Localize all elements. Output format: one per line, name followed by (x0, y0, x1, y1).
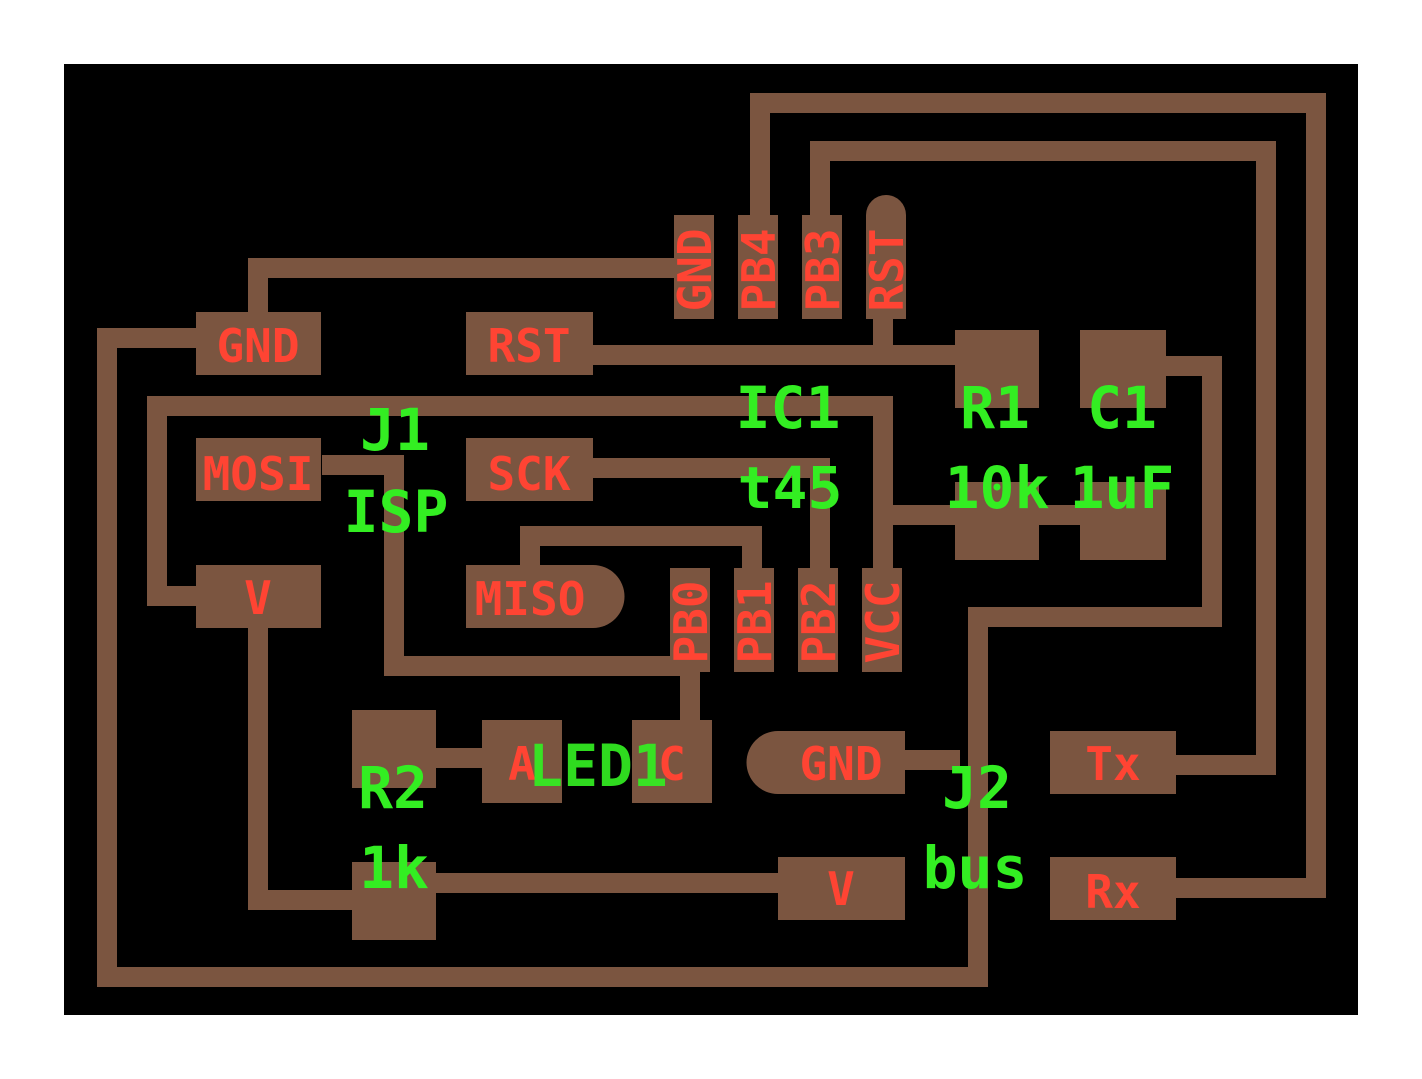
part-labels: J1 ISP IC1 t45 R1 10k C1 1uF R2 1k LED1 … (344, 374, 1175, 902)
pad-j1-mosi (196, 438, 321, 501)
traces (97, 93, 1326, 987)
pad-j2-v (778, 857, 905, 920)
label-ic1-pb1: PB1 (728, 580, 782, 663)
pad-j1-rst (466, 312, 593, 375)
trace-miso-to-pb1 (520, 526, 762, 580)
label-r1-value: 10k (945, 454, 1050, 522)
trace-gnd-bottom-loop (97, 328, 1222, 987)
label-j2-v: V (827, 862, 855, 916)
pad-ic1-pb2 (798, 568, 838, 672)
pad-j1-v (196, 565, 321, 628)
label-j2-value: bus (923, 834, 1028, 902)
pad-r1-top (955, 330, 1039, 408)
pads (196, 195, 1176, 940)
pad-j2-rx (1050, 857, 1176, 920)
pad-c1-top (1080, 330, 1166, 408)
pad-ic1-vcc (862, 568, 902, 672)
pad-j2-tx (1050, 731, 1176, 794)
pad-r2-bottom (352, 862, 436, 940)
label-r1-name: R1 (960, 374, 1030, 442)
label-j2-name: J2 (942, 754, 1012, 822)
label-ic1-value: t45 (738, 454, 843, 522)
trace-pb3-to-tx (810, 141, 1276, 775)
label-j1-value: ISP (344, 478, 449, 546)
pad-j2-gnd (746, 731, 905, 794)
pin-labels: GND RST MOSI SCK V MISO GND PB4 PB3 RST … (203, 228, 1141, 919)
label-j1-name: J1 (360, 396, 430, 464)
label-j2-gnd: GND (799, 737, 882, 791)
pad-ic1-gnd (674, 215, 714, 319)
label-j2-rx: Rx (1085, 865, 1140, 919)
pad-j1-miso (466, 565, 625, 628)
pad-led1-cathode (632, 720, 712, 803)
pad-ic1-pb1 (734, 568, 774, 672)
label-c1-value: 1uF (1070, 454, 1175, 522)
label-j1-rst: RST (487, 319, 570, 373)
pad-j1-sck (466, 438, 593, 501)
pad-ic1-pb3 (802, 215, 842, 319)
label-j2-tx: Tx (1085, 737, 1140, 791)
label-ic1-pb2: PB2 (792, 580, 846, 663)
label-c1-name: C1 (1087, 374, 1157, 442)
label-j1-mosi: MOSI (203, 447, 314, 501)
pad-ic1-pb0 (670, 568, 710, 672)
pad-ic1-pb4 (738, 215, 778, 319)
label-r2-value: 1k (359, 834, 429, 902)
pad-j1-gnd (196, 312, 321, 375)
label-ic1-name: IC1 (736, 374, 841, 442)
label-j1-sck: SCK (487, 447, 570, 501)
label-led1-name: LED1 (528, 732, 668, 800)
trace-vcc-loop (147, 396, 893, 606)
label-ic1-pb0: PB0 (664, 580, 718, 663)
label-ic1-pb3: PB3 (796, 228, 850, 311)
label-led1-cathode: C (658, 737, 686, 791)
pad-led1-anode (482, 720, 562, 803)
trace-sck-to-pb2 (592, 458, 830, 580)
pad-ic1-rst (866, 195, 906, 319)
label-j1-miso: MISO (475, 572, 586, 626)
label-ic1-vcc: VCC (856, 580, 910, 663)
trace-isp-v-to-bus-v (248, 626, 352, 910)
trace-mosi-to-pb0 (322, 455, 700, 720)
label-led1-anode: A (508, 737, 536, 791)
label-j1-gnd: GND (216, 319, 299, 373)
label-ic1-rst: RST (860, 228, 914, 311)
pad-c1-bottom (1080, 482, 1166, 560)
label-ic1-pb4: PB4 (732, 228, 786, 311)
label-j1-v: V (244, 571, 272, 625)
label-r2-name: R2 (358, 754, 428, 822)
label-ic1-gnd: GND (668, 228, 722, 311)
pad-r1-bottom (955, 482, 1039, 560)
pad-r2-top (352, 710, 436, 788)
trace-pb4-to-rx (750, 93, 1326, 898)
